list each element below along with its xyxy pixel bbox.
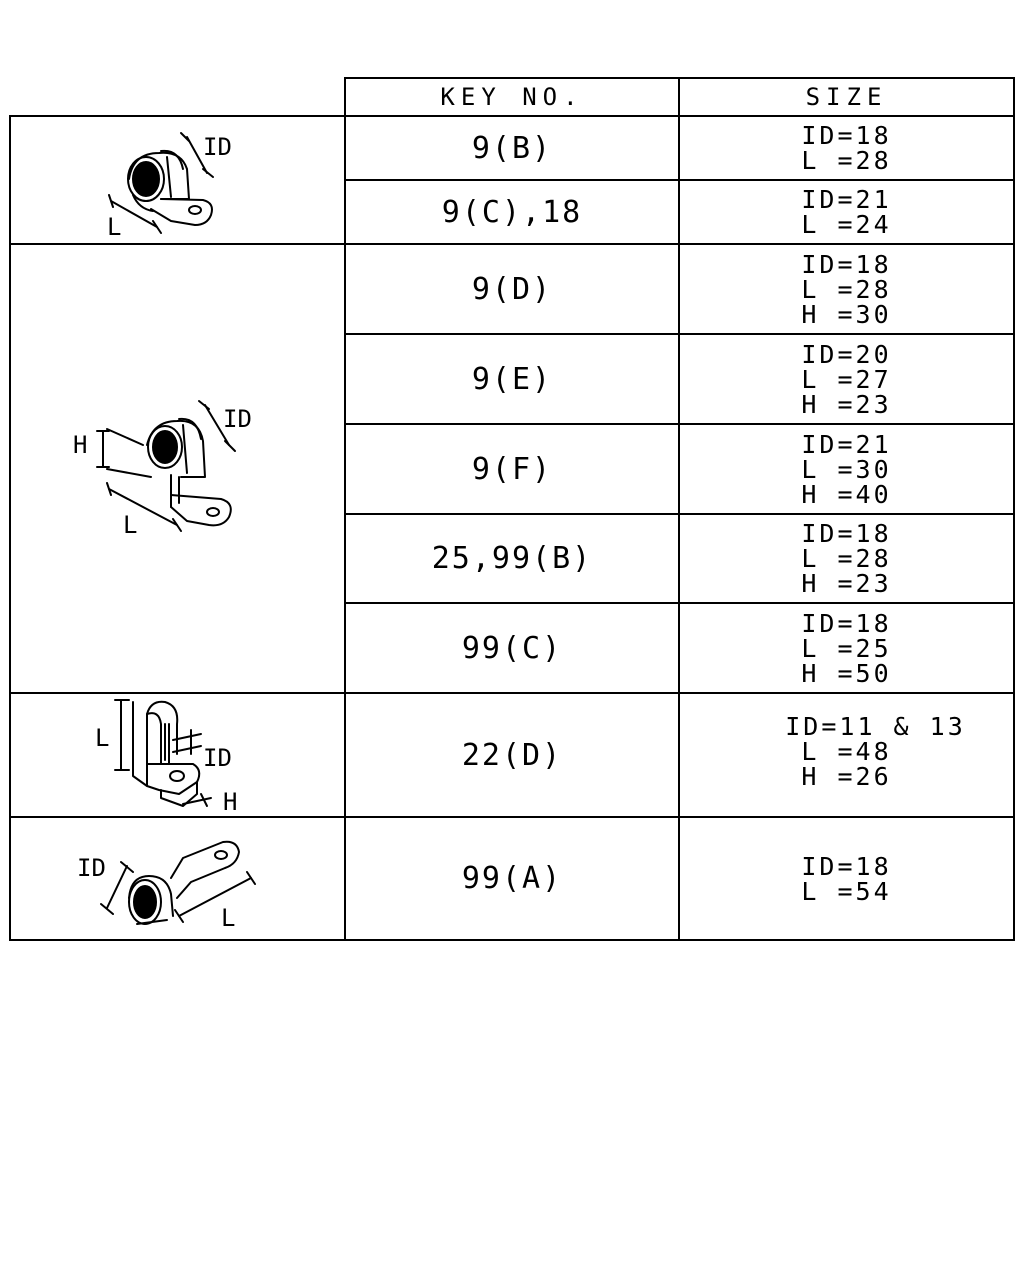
size-line: ID=18 <box>801 608 892 638</box>
size-cell: ID=18 L =25 H =50 <box>680 604 1013 692</box>
key-cell: 9(F) <box>471 451 553 487</box>
size-cell: ID=18 L =28 <box>680 117 1013 179</box>
key-cell: 9(E) <box>471 361 553 397</box>
size-line: L =25 <box>801 633 892 663</box>
size-cell: ID=21 L =24 <box>680 181 1013 243</box>
dimension-label: L <box>107 213 121 241</box>
dimension-label: L <box>95 724 109 752</box>
size-line: ID=21 <box>801 429 892 459</box>
dimension-label: ID <box>223 405 252 433</box>
size-cell: ID=18 L =28 H =30 <box>680 245 1013 333</box>
pipe-clamp-raised-icon: ID H L <box>11 245 344 692</box>
key-cell: 9(C),18 <box>441 194 583 230</box>
size-line: L =48 <box>801 736 892 766</box>
size-line: L =28 <box>801 544 892 573</box>
grid-line <box>1013 77 1015 941</box>
size-line: L =30 <box>801 454 892 484</box>
size-line: ID=18 <box>801 851 892 881</box>
pipe-clamp-flat-icon: ID L <box>11 117 344 243</box>
pipe-clamp-angled-icon: ID L <box>11 818 344 939</box>
size-line: H =40 <box>801 479 892 509</box>
dimension-label: H <box>223 788 237 816</box>
size-line: L =27 <box>801 364 892 394</box>
size-line: ID=18 <box>801 519 892 548</box>
size-line: L =28 <box>801 274 892 304</box>
size-cell: ID=11 & 13 L =48 H =26 <box>680 694 1013 816</box>
key-no-header: KEY NO. <box>440 83 584 111</box>
dimension-label: H <box>73 431 87 459</box>
size-cell: ID=20 L =27 H =23 <box>680 335 1013 423</box>
size-cell: ID=18 L =28 H =23 <box>680 515 1013 602</box>
size-line: ID=21 <box>801 185 892 214</box>
grid-line <box>678 77 680 941</box>
dimension-label: L <box>221 904 235 932</box>
grid-line <box>9 115 11 941</box>
key-cell: 25,99(B) <box>431 541 593 576</box>
key-cell: 22(D) <box>461 737 563 773</box>
dimension-label: ID <box>203 133 232 161</box>
size-line: H =23 <box>801 569 892 598</box>
key-cell: 9(B) <box>471 130 553 166</box>
size-line: ID=20 <box>801 339 892 369</box>
size-line: L =54 <box>801 876 892 906</box>
key-cell: 99(C) <box>461 630 563 666</box>
grid-line <box>9 816 1015 818</box>
size-line: ID=11 & 13 <box>785 711 966 741</box>
pipe-clamp-vertical-icon: L ID H <box>11 694 344 816</box>
grid-line <box>9 939 1015 941</box>
size-header: SIZE <box>805 83 888 111</box>
size-line: H =23 <box>801 389 892 419</box>
size-cell: ID=21 L =30 H =40 <box>680 425 1013 513</box>
size-cell: ID=18 L =54 <box>680 818 1013 939</box>
dimension-label: ID <box>203 744 232 772</box>
grid-line <box>344 77 346 941</box>
size-line: ID=18 <box>801 121 892 150</box>
size-line: H =26 <box>801 761 892 791</box>
size-line: H =30 <box>801 299 892 329</box>
key-cell: 99(A) <box>461 861 563 896</box>
grid-line <box>9 692 1015 694</box>
dimension-label: L <box>123 511 137 539</box>
size-line: L =28 <box>801 146 892 175</box>
size-line: H =50 <box>801 658 892 688</box>
size-line: ID=18 <box>801 249 892 279</box>
key-cell: 9(D) <box>471 271 553 307</box>
size-line: L =24 <box>801 210 892 239</box>
grid-line <box>9 243 1015 245</box>
dimension-label: ID <box>77 854 106 882</box>
grid-line <box>9 115 1015 117</box>
